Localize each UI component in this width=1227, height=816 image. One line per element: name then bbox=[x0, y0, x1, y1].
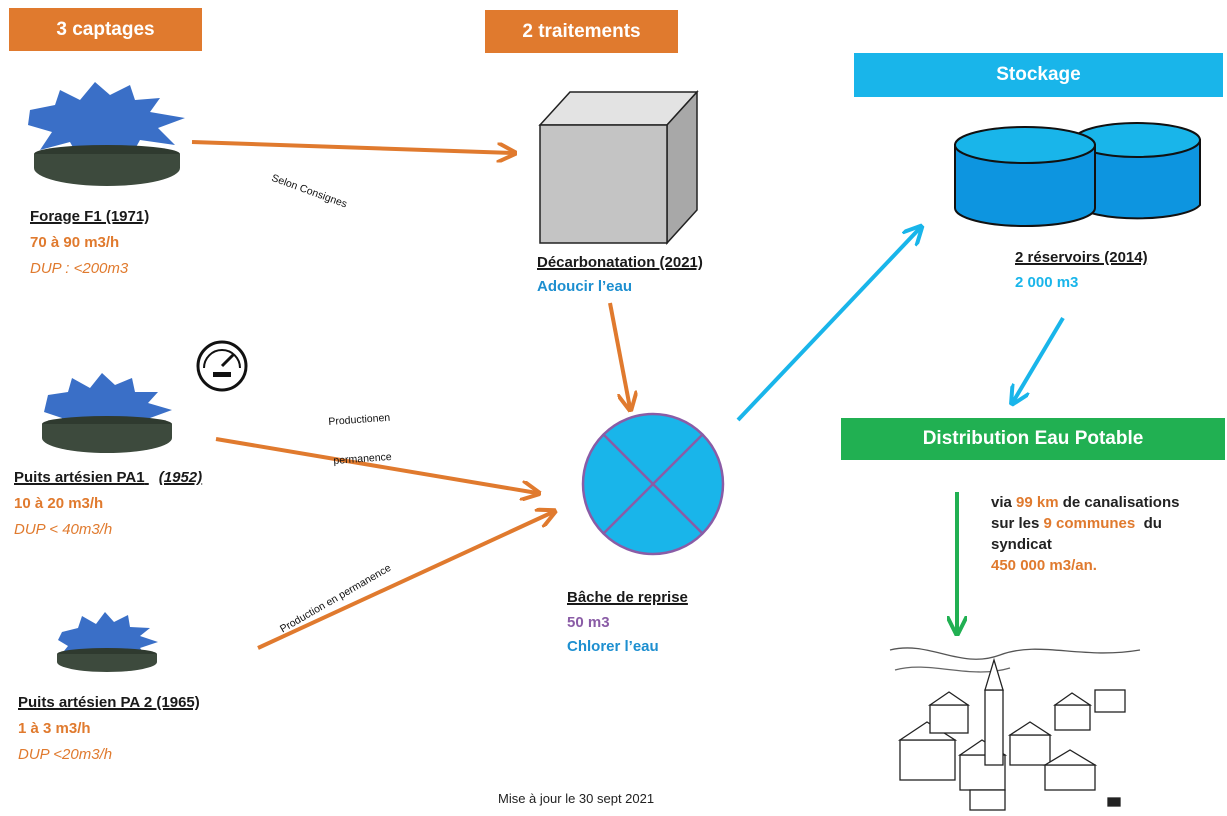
header-captages: 3 captages bbox=[9, 8, 202, 51]
water-source-icon bbox=[57, 612, 158, 672]
distribution-line-1: via 99 km de canalisations bbox=[991, 494, 1180, 511]
source-pa1-title: Puits artésien PA1 (1952) bbox=[14, 469, 202, 486]
village-icon bbox=[889, 647, 1141, 811]
header-stockage: Stockage bbox=[854, 53, 1223, 97]
source-pa1-title-main: Puits artésien PA1 bbox=[14, 469, 145, 486]
reservoirs-volume: 2 000 m3 bbox=[1015, 274, 1079, 291]
source-pa2-title: Puits artésien PA 2 (1965) bbox=[18, 694, 200, 711]
distribution-line-3: syndicat bbox=[991, 536, 1052, 553]
decarbonatation-sub: Adoucir l’eau bbox=[537, 278, 633, 295]
distribution-text: via 99 km de canalisations sur les 9 com… bbox=[991, 492, 1179, 576]
arrow-f1-to-decarbonatation bbox=[191, 140, 513, 153]
header-distribution: Distribution Eau Potable bbox=[841, 418, 1225, 460]
source-pa1-dup: DUP < 40m3/h bbox=[14, 521, 113, 538]
bache-volume: 50 m3 bbox=[567, 614, 610, 631]
gauge-icon bbox=[196, 340, 248, 392]
source-pa2-rate: 1 à 3 m3/h bbox=[18, 720, 91, 737]
source-f1-rate: 70 à 90 m3/h bbox=[30, 234, 120, 251]
treatment-cube-icon bbox=[538, 90, 699, 245]
source-pa1-title-year: (1952) bbox=[158, 469, 203, 486]
header-traitements: 2 traitements bbox=[485, 10, 678, 53]
tank-icon bbox=[581, 412, 725, 556]
arrow-decarbonatation-to-bache bbox=[608, 302, 630, 408]
source-f1-dup: DUP : <200m3 bbox=[30, 260, 129, 277]
footer-update-date: Mise à jour le 30 sept 2021 bbox=[498, 791, 655, 806]
source-pa2-dup: DUP <20m3/h bbox=[18, 746, 113, 763]
water-source-icon bbox=[42, 373, 172, 453]
water-source-icon bbox=[28, 82, 185, 186]
decarbonatation-title: Décarbonatation (2021) bbox=[537, 254, 703, 271]
arrow-bache-to-reservoirs bbox=[736, 228, 920, 422]
source-f1-title: Forage F1 (1971) bbox=[30, 208, 150, 225]
arrow-reservoirs-to-distribution bbox=[1013, 316, 1065, 402]
distribution-line-2: sur les 9 communes du bbox=[991, 515, 1162, 532]
reservoir-icon bbox=[954, 122, 1201, 227]
arrow-pa1-to-bache bbox=[215, 437, 537, 493]
bache-title: Bâche de reprise bbox=[567, 589, 688, 606]
reservoirs-title: 2 réservoirs (2014) bbox=[1015, 249, 1148, 266]
bache-sub: Chlorer l’eau bbox=[567, 638, 659, 655]
distribution-line-4: 450 000 m3/an. bbox=[991, 557, 1097, 574]
source-pa1-rate: 10 à 20 m3/h bbox=[14, 495, 104, 512]
arrow-pa2-to-bache bbox=[257, 512, 553, 650]
